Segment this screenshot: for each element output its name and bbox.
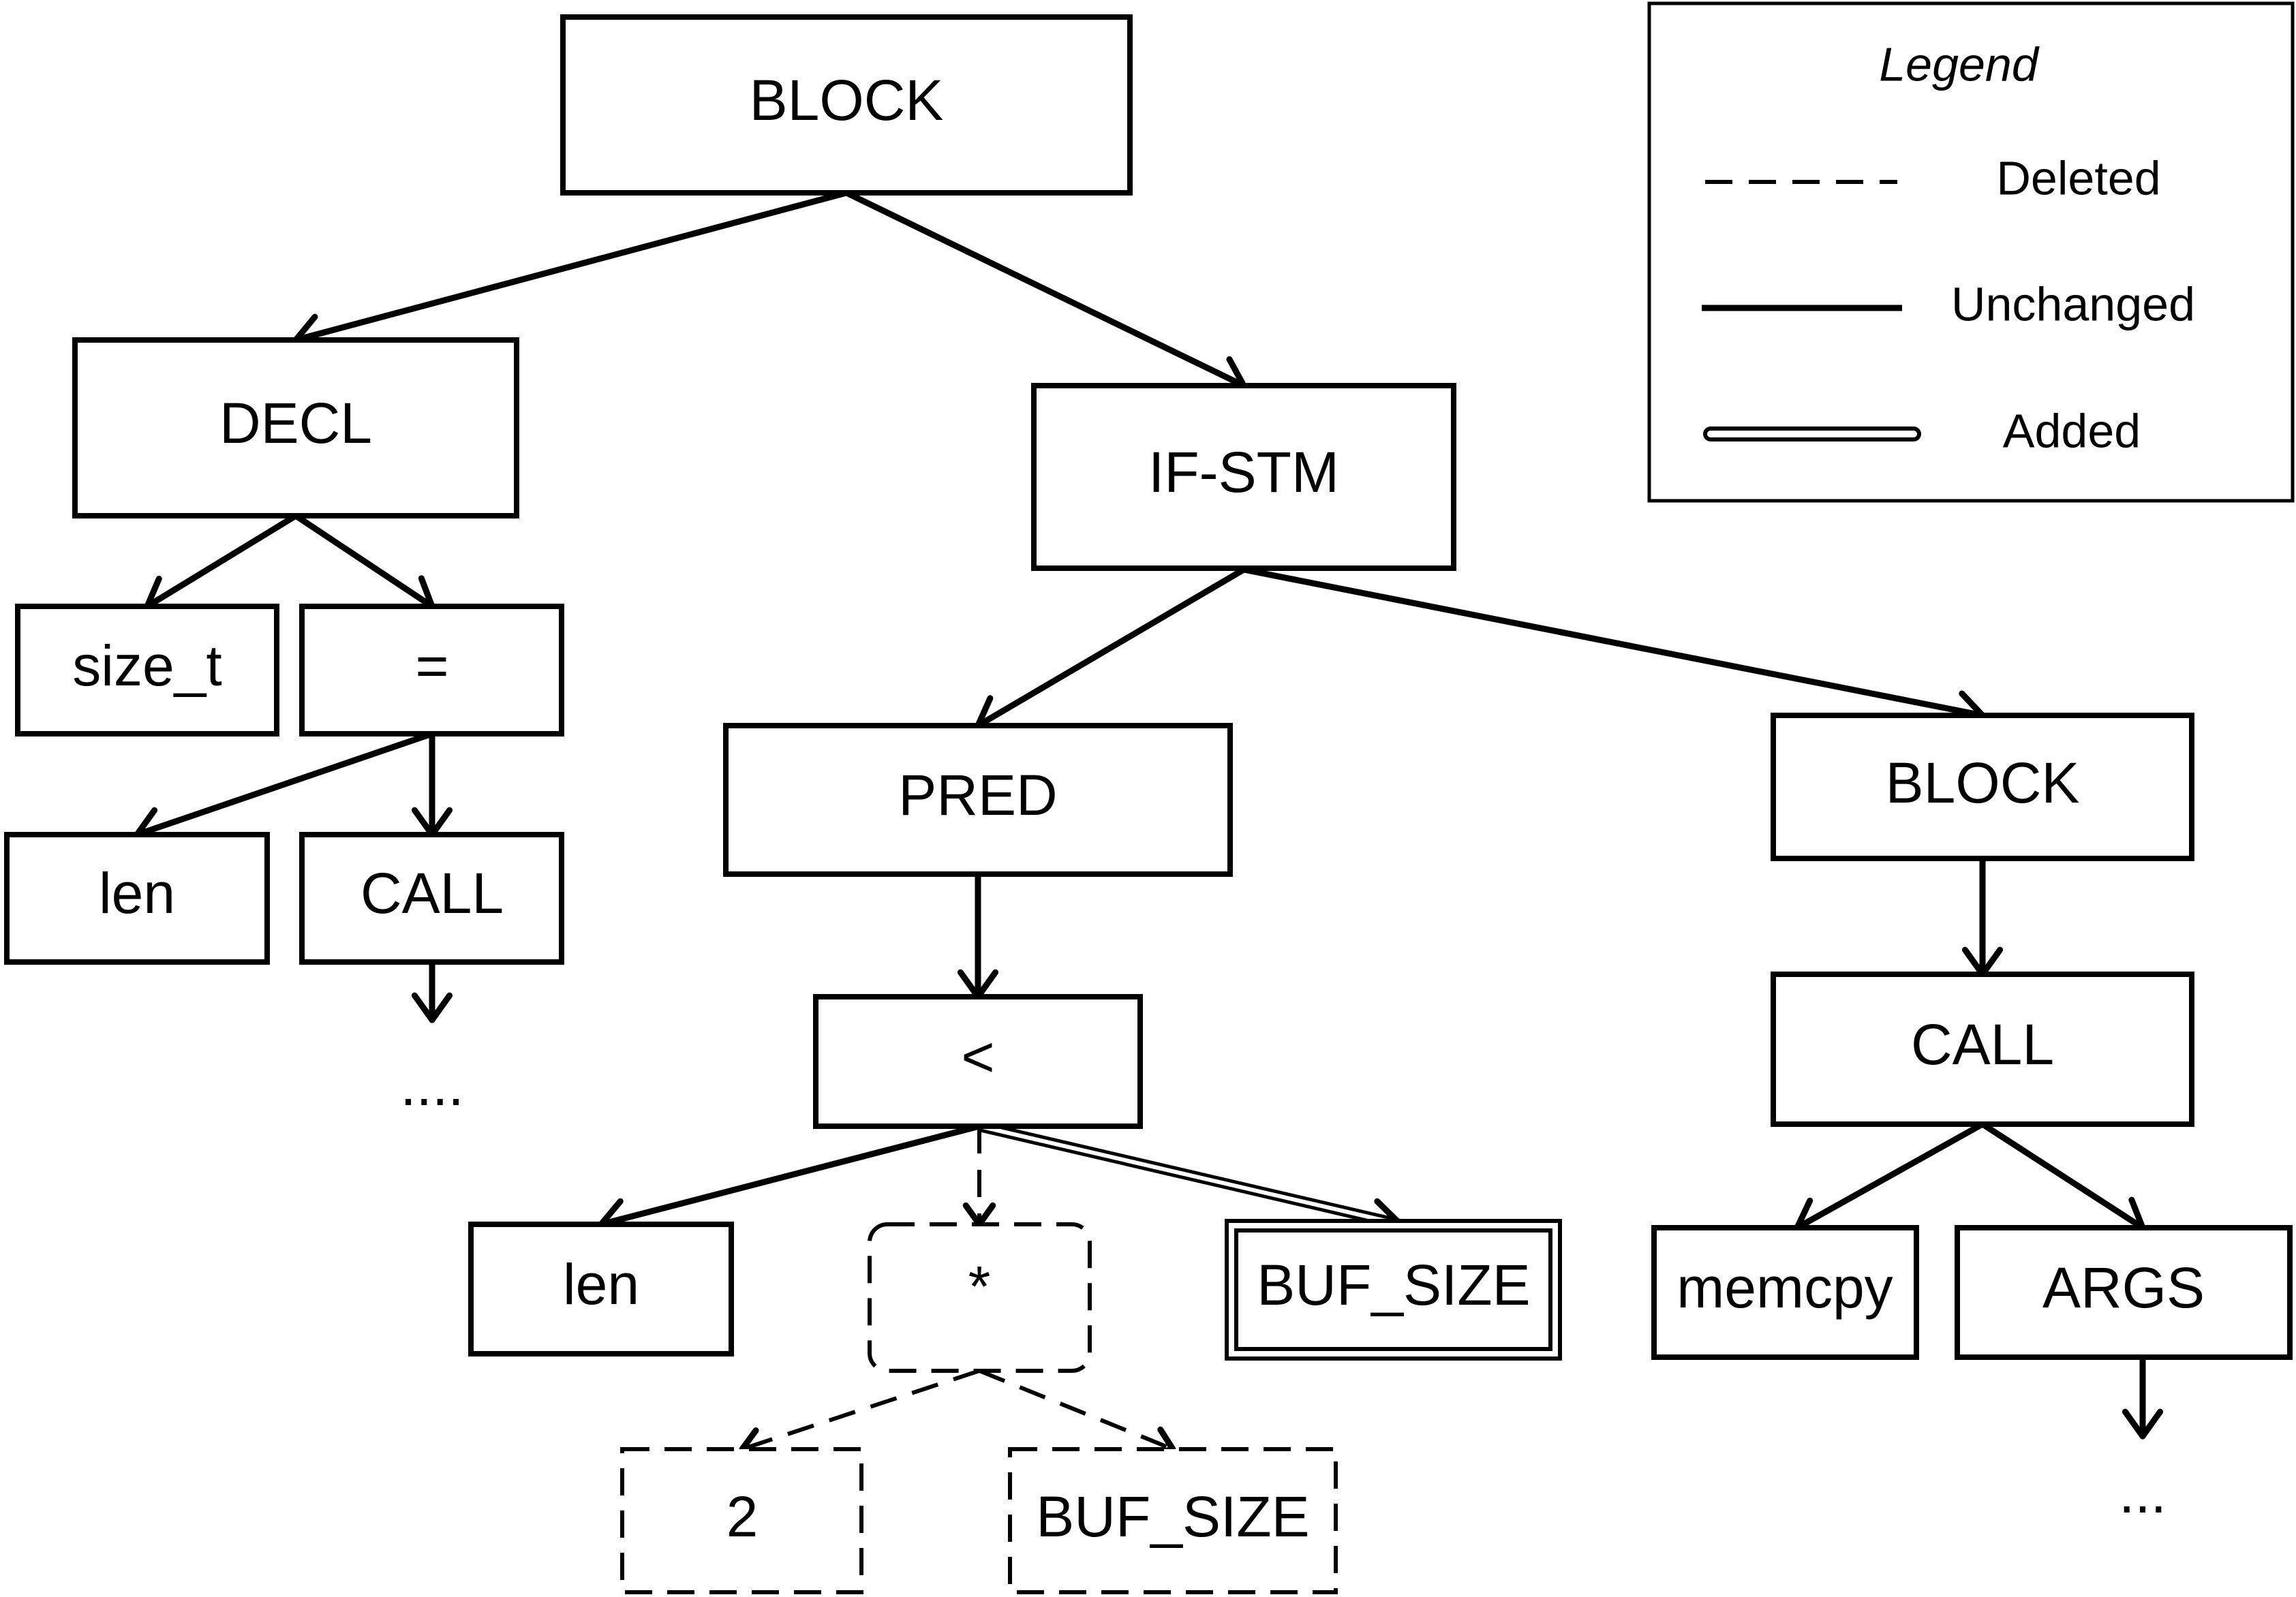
legend-unchanged-label: Unchanged [1951, 277, 2195, 330]
node-assign: = [299, 604, 564, 737]
node-mul-deleted: * [868, 1222, 1092, 1373]
node-label: CALL [361, 861, 504, 925]
edges [134, 189, 2164, 1459]
node-pred: PRED [723, 723, 1233, 877]
edge-block_right-to-call_right [1961, 855, 2004, 978]
edge-assign-to-len_left [134, 730, 435, 847]
node-label: BUF_SIZE [1036, 1485, 1309, 1549]
edge-line [134, 730, 435, 838]
node-lt: < [813, 994, 1143, 1129]
edge-lt-to-buf_size_added [978, 1121, 1404, 1238]
edge-line [292, 512, 435, 610]
node-label: CALL [1911, 1012, 2054, 1076]
node-buf-size-deleted: BUF_SIZE [1008, 1447, 1338, 1594]
edge-line [292, 189, 850, 343]
node-label: * [968, 1254, 991, 1318]
edge-lt-to-mul [962, 1126, 996, 1228]
node-call-left: CALL [299, 832, 564, 965]
legend-added-label: Added [2003, 404, 2141, 457]
edge-line [978, 1369, 1174, 1451]
node-label: BLOCK [750, 68, 944, 132]
node-label: memcpy [1677, 1256, 1893, 1320]
node-len-mid: len [468, 1222, 734, 1356]
edge-line-inner [979, 1124, 1388, 1224]
node-label: IF-STM [1148, 440, 1339, 504]
node-label: = [415, 634, 448, 698]
edge-assign-to-call_left [411, 730, 453, 838]
ellipsis-right: ... [2119, 1461, 2167, 1525]
node-block-root: BLOCK [560, 14, 1133, 196]
edge-line [1979, 1121, 2146, 1231]
edge-line [144, 512, 299, 610]
edge-decl-to-size_t [144, 512, 299, 612]
node-label: BLOCK [1886, 751, 2080, 815]
edge-line [741, 1369, 980, 1451]
node-label: len [563, 1252, 639, 1316]
edge-pred-to-lt [957, 871, 999, 1000]
legend-title: Legend [1879, 37, 2040, 91]
node-args: ARGS [1955, 1225, 2293, 1360]
node-block-right: BLOCK [1771, 713, 2194, 861]
node-label: size_t [72, 634, 221, 698]
node-if-stm: IF-STM [1031, 383, 1456, 571]
edge-call_right-to-args [1979, 1121, 2146, 1232]
ellipsis-left: .... [400, 1053, 463, 1117]
legend-deleted-label: Deleted [1996, 151, 2160, 204]
edge-call_left-to-ellipsis_left [411, 959, 453, 1023]
edge-block_root-to-if_stm [843, 189, 1247, 394]
node-size-t: size_t [15, 604, 279, 737]
arrow-head [2122, 1408, 2164, 1440]
node-label: len [99, 861, 175, 925]
edge-line [1240, 566, 1986, 719]
node-label: < [961, 1025, 994, 1089]
node-label: DECL [219, 391, 372, 455]
edge-if_stm-to-pred [975, 566, 1247, 732]
edge-line [843, 189, 1247, 389]
node-decl: DECL [72, 337, 519, 518]
node-label: ARGS [2042, 1256, 2205, 1320]
node-label: PRED [898, 763, 1057, 827]
edge-lt-to-len_mid [598, 1123, 983, 1239]
edge-call_right-to-memcpy [1794, 1121, 1986, 1235]
node-call-right: CALL [1771, 972, 2194, 1127]
node-two-deleted: 2 [620, 1447, 863, 1594]
node-len-left: len [4, 832, 270, 965]
node-label: BUF_SIZE [1257, 1253, 1530, 1317]
edge-mul-to-two [739, 1369, 980, 1459]
legend: Legend Deleted Unchanged Added [1647, 1, 2295, 503]
edge-decl-to-assign [292, 512, 435, 610]
edge-block_root-to-decl [292, 189, 850, 354]
arrow-head [411, 992, 453, 1023]
edge-args-to-ellipsis_right [2122, 1354, 2164, 1440]
edge-line [598, 1123, 983, 1228]
edge-mul-to-buf_size_deleted [978, 1369, 1176, 1458]
edge-line [1794, 1121, 1986, 1231]
node-buf-size-added: BUF_SIZE [1225, 1219, 1562, 1361]
node-memcpy: memcpy [1651, 1225, 1919, 1360]
edge-line [975, 566, 1247, 729]
node-label: 2 [726, 1485, 759, 1549]
edge-if_stm-to-block_right [1240, 566, 1986, 731]
